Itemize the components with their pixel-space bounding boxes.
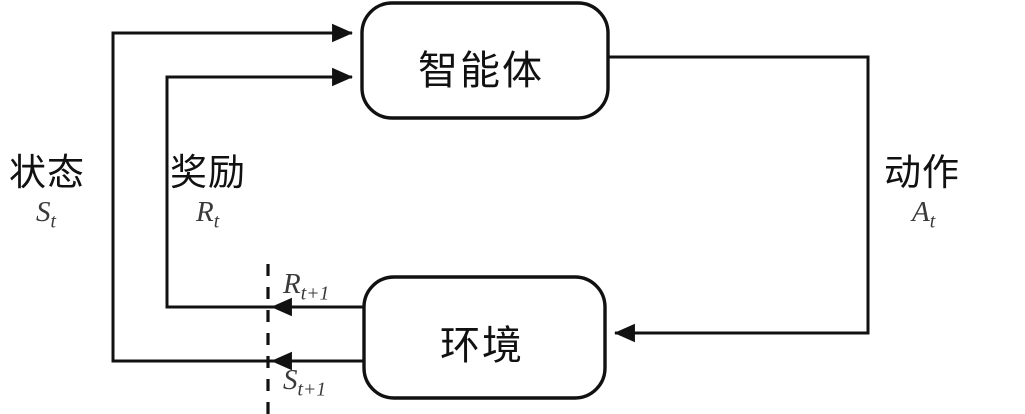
state-symbol: St: [36, 196, 56, 233]
action-path: [608, 55, 870, 343]
state-next-symbol-base: S: [283, 364, 298, 396]
reward-next-symbol-subscript: t+1: [300, 282, 330, 305]
action-symbol: At: [912, 196, 935, 233]
state-symbol-subscript: t: [50, 210, 56, 233]
state-next-symbol-subscript: t+1: [297, 378, 327, 401]
reward-symbol-base: R: [196, 196, 214, 228]
environment-box-label: 环境: [440, 323, 524, 369]
action-symbol-base: A: [912, 196, 930, 228]
reward-symbol-subscript: t: [213, 210, 220, 233]
agent-box-label: 智能体: [418, 48, 544, 94]
state-feedback-path: [111, 23, 364, 363]
environment-box[interactable]: [362, 275, 607, 400]
reward-next-symbol: Rt+1: [283, 268, 329, 305]
action-label-text: 动作: [884, 151, 960, 194]
agent-box[interactable]: [360, 1, 610, 120]
reward-feedback-path: [165, 67, 364, 309]
state-next-symbol: St+1: [283, 364, 326, 401]
reward-next-symbol-base: R: [283, 268, 301, 300]
reward-symbol: Rt: [196, 196, 219, 233]
action-symbol-subscript: t: [929, 210, 936, 233]
reward-label-text: 奖励: [170, 151, 246, 194]
state-symbol-base: S: [36, 196, 51, 228]
state-label-text: 状态: [9, 151, 85, 194]
